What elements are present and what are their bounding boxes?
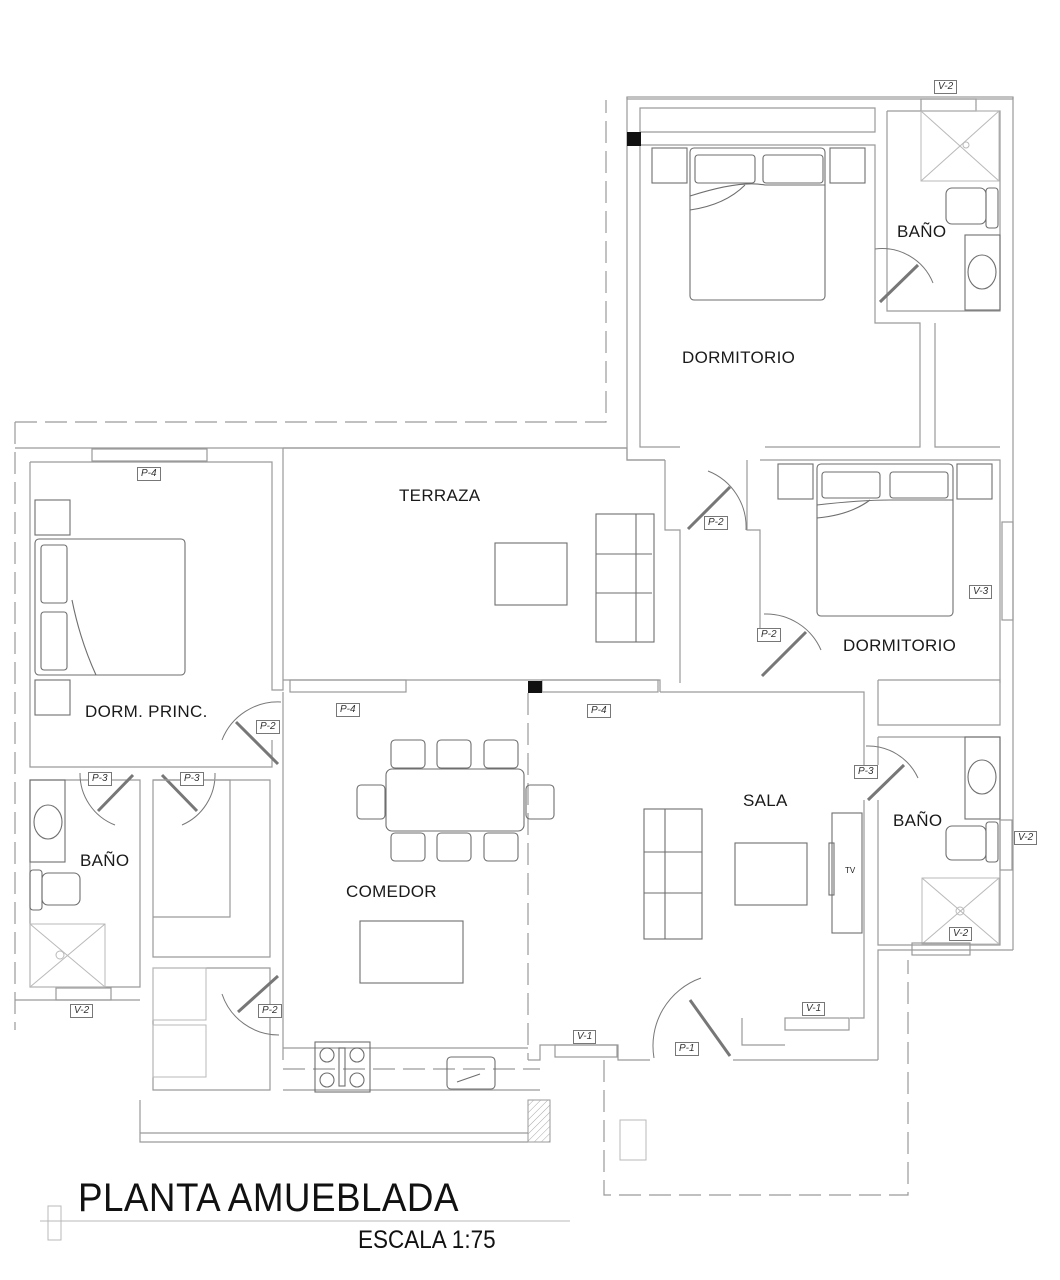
door-tag: P-2 xyxy=(258,1004,282,1018)
tv-unit xyxy=(831,812,863,934)
coffee-table xyxy=(734,842,808,906)
toilet xyxy=(945,825,987,861)
bed xyxy=(816,463,954,617)
tv-label: TV xyxy=(845,866,856,875)
room-label-bano-1: BAÑO xyxy=(897,222,947,241)
room-label-comedor: COMEDOR xyxy=(346,882,437,901)
room-label-sala: SALA xyxy=(743,791,788,810)
stove xyxy=(314,1041,371,1093)
drawing-title: PLANTA AMUEBLADA xyxy=(78,1176,459,1220)
toilet xyxy=(945,187,987,225)
window-tag: V-2 xyxy=(934,80,958,94)
sink xyxy=(33,804,63,840)
drawing-scale: ESCALA 1:75 xyxy=(358,1226,496,1254)
window-tag: V-1 xyxy=(573,1030,597,1044)
kitchen-sink xyxy=(446,1056,496,1090)
door-tag: P-4 xyxy=(137,467,161,481)
roof-outline-top xyxy=(15,100,607,423)
coffee-table xyxy=(494,542,568,606)
window-tag: V-2 xyxy=(70,1004,94,1018)
sofa xyxy=(595,513,655,643)
window-tag: V-2 xyxy=(1014,831,1038,845)
window-tag: V-1 xyxy=(802,1002,826,1016)
toilet xyxy=(29,869,43,911)
door-tag: P-1 xyxy=(675,1042,699,1056)
room-label-bano-2: BAÑO xyxy=(893,811,943,830)
door-tag: P-3 xyxy=(180,772,204,786)
door-tag: P-3 xyxy=(854,765,878,779)
bed xyxy=(34,538,186,676)
column xyxy=(528,681,542,693)
sink xyxy=(967,759,997,795)
room-label-dormitorio-1: DORMITORIO xyxy=(682,348,796,367)
door-tag: P-4 xyxy=(336,703,360,717)
rug xyxy=(359,920,464,984)
room-label-dorm-princ: DORM. PRINC. xyxy=(85,702,208,721)
door-tag: P-3 xyxy=(88,772,112,786)
sink xyxy=(967,254,997,290)
sofa xyxy=(643,808,703,940)
dining-table xyxy=(385,768,525,832)
door-tag: P-2 xyxy=(757,628,781,642)
room-label-terraza: TERRAZA xyxy=(399,486,481,505)
bed xyxy=(689,147,826,301)
room-label-bano-princ: BAÑO xyxy=(80,851,130,870)
door-tag: P-2 xyxy=(256,720,280,734)
window-tag: V-3 xyxy=(969,585,993,599)
door-tag: P-4 xyxy=(587,704,611,718)
door-tag: P-2 xyxy=(704,516,728,530)
column xyxy=(627,132,641,146)
room-label-dormitorio-2: DORMITORIO xyxy=(843,636,957,655)
window-tag: V-2 xyxy=(949,927,973,941)
